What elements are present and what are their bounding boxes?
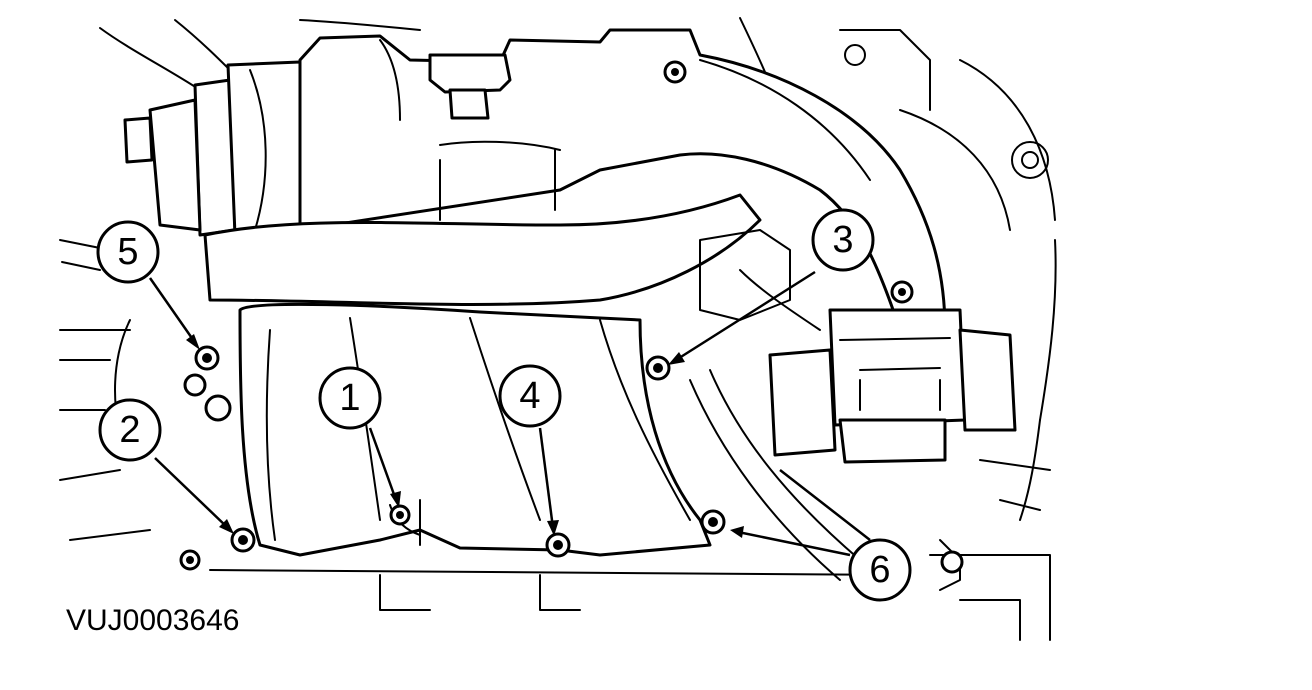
figure-id: VUJ0003646 (66, 604, 240, 637)
upper-plenum (298, 28, 947, 332)
bolt-5 (194, 345, 220, 371)
crossover-tube (203, 193, 762, 306)
callout-2-label: 2 (119, 409, 140, 451)
throttle-body (123, 60, 307, 237)
egr-valve (699, 229, 1017, 464)
bolt-1 (389, 504, 411, 526)
callout-4: 4 (498, 364, 562, 428)
callout-6-label: 6 (869, 549, 890, 591)
callout-1: 1 (318, 366, 382, 430)
bolt-4 (545, 532, 571, 558)
lower-manifold (238, 302, 712, 557)
callout-1-label: 1 (339, 377, 360, 419)
callout-2: 2 (98, 398, 162, 462)
callouts: 5 2 1 4 3 6 (96, 208, 912, 602)
callout-3: 3 (811, 208, 875, 272)
hose (689, 369, 964, 591)
bolt-6 (700, 509, 726, 535)
callout-5: 5 (96, 220, 160, 284)
leader-lines (148, 270, 871, 557)
callout-6: 6 (848, 538, 912, 602)
callout-3-label: 3 (832, 219, 853, 261)
bolt-3 (645, 355, 671, 381)
bolt-2 (230, 527, 256, 553)
callout-4-label: 4 (519, 375, 540, 417)
bolts (179, 345, 726, 571)
callout-5-label: 5 (117, 231, 138, 273)
